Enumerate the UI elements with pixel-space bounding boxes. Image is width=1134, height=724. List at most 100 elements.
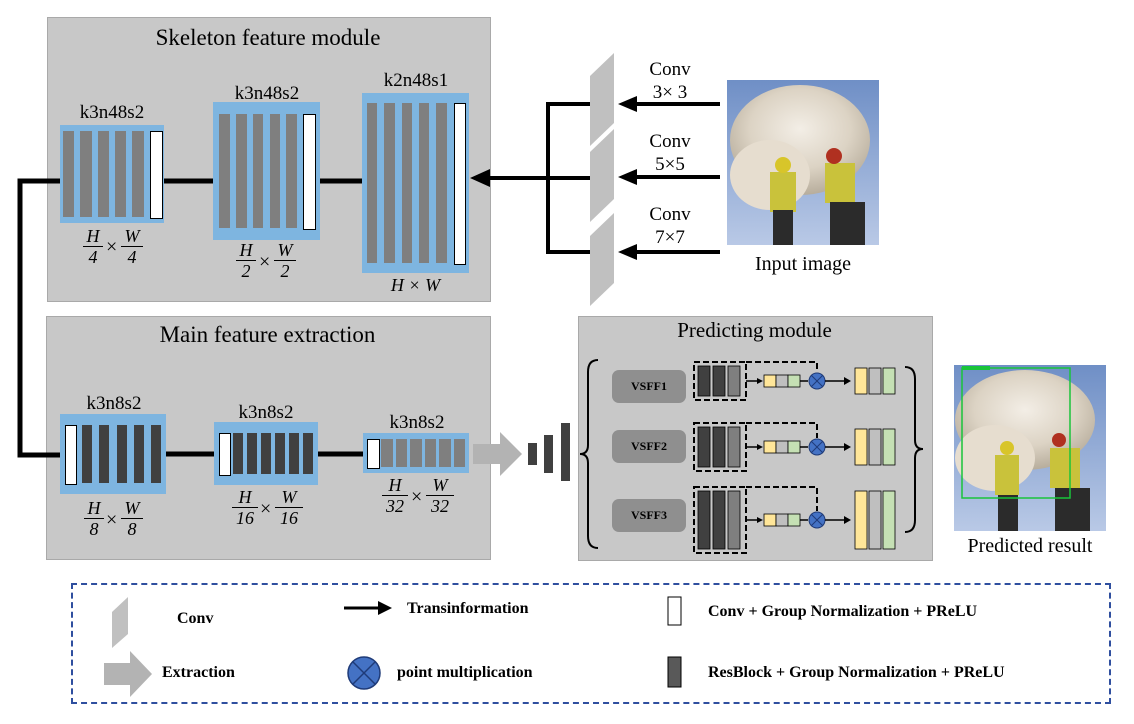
vsff-arrowhead (844, 443, 851, 451)
vsff-output-bar (868, 367, 882, 395)
skeleton-block-3-size: H × W (390, 275, 441, 295)
left-brace (579, 359, 599, 549)
vsff-mult-line (810, 374, 824, 388)
main-block-3-bar (381, 439, 393, 467)
vsff-skip (746, 422, 818, 438)
conv-input-arrows (634, 102, 720, 254)
main-block-1-bar (82, 425, 93, 483)
main-block-3-label: k3n8s2 (389, 412, 445, 433)
right-brace (904, 366, 924, 533)
main-block-3-bar (367, 439, 381, 469)
vsff-feature-bar (727, 426, 741, 468)
skeleton-block-1 (60, 125, 164, 223)
vsff-output-bar (882, 367, 896, 395)
conv-planes (590, 53, 614, 306)
main-block-3-bar (439, 439, 451, 467)
arrow-into-skeleton (470, 169, 490, 187)
main-block-3-bar (395, 439, 408, 467)
main-block-1-label: k3n8s2 (86, 393, 142, 414)
left-connector (17, 178, 60, 458)
vsff2-module: VSFF2 (612, 430, 686, 463)
vsff-output-bar (868, 428, 882, 466)
extraction-arrow (473, 432, 522, 476)
times-sign: × (106, 509, 118, 531)
skeleton-block-1-bar (80, 131, 92, 217)
main-block-2-label: k3n8s2 (238, 402, 294, 423)
main-feature-title: Main feature extraction (159, 322, 376, 347)
skeleton-block-2-bar (286, 114, 298, 228)
skeleton-block-1-bar (149, 131, 163, 219)
skeleton-block-2 (213, 102, 320, 240)
skeleton-block-2-bar (235, 114, 247, 228)
vsff-feature-bar (697, 490, 711, 550)
skeleton-block-1-bar (63, 131, 75, 217)
pyramid-bars (528, 423, 570, 481)
legend-dark-block-icon (667, 656, 682, 688)
vsff-feature-bar (727, 365, 741, 397)
main-block-1-bar (116, 425, 127, 483)
vsff-output-bar (854, 490, 868, 550)
skeleton-block-1-bar (115, 131, 127, 217)
legend-extraction-icon (104, 651, 152, 697)
vsff-vec-cell (787, 374, 801, 388)
skeleton-block-1-label: k3n48s2 (79, 102, 145, 123)
legend-conv-icon (112, 597, 128, 648)
skeleton-block-3-label: k2n48s1 (383, 70, 449, 91)
main-block-1-bar (99, 425, 110, 483)
main-block-2 (214, 422, 318, 485)
vsff-rows (693, 361, 896, 554)
skeleton-block-2-bar (252, 114, 264, 228)
vsff-output-bar (854, 428, 868, 466)
vsff-output-bar (854, 367, 868, 395)
vsff-vec-cell (787, 513, 801, 527)
vsff-vec-cell (763, 374, 777, 388)
legend-dark-block-label: ResBlock + Group Normalization + PReLU (708, 664, 1005, 681)
vsff-feature-bar (712, 426, 726, 468)
vsff-mult-line (810, 513, 824, 527)
vsff-vec-cell (775, 440, 789, 454)
skeleton-block-3-bar (384, 103, 395, 263)
vsff-arrowhead (757, 517, 763, 523)
main-block-3-bar (453, 439, 465, 467)
vsff-feature-bar (697, 365, 711, 397)
vsff-feature-bar (712, 490, 726, 550)
skeleton-block-1-bar (97, 131, 109, 217)
vsff-feature-bar (712, 365, 726, 397)
skeleton-block-3-bar (436, 103, 447, 263)
predicted-result-image (954, 365, 1106, 531)
vsff-vec-cell (763, 513, 777, 527)
predicted-result-caption: Predicted result (967, 535, 1093, 557)
skeleton-block-3 (362, 93, 469, 273)
main-block-2-bar (233, 433, 243, 474)
conv-branch-connector (484, 102, 594, 254)
vsff-arrowhead (757, 378, 763, 384)
times-sign: × (411, 486, 423, 508)
main-block-2-bar (219, 433, 231, 476)
vsff-vec-cell (763, 440, 777, 454)
main-block-3-bar (424, 439, 437, 467)
skeleton-block-3-bar (453, 103, 466, 265)
legend-point-mult-label: point multiplication (397, 664, 533, 681)
vsff1-module: VSFF1 (612, 370, 686, 403)
main-block-2-bar (275, 433, 285, 474)
legend-transinformation-label: Transinformation (407, 600, 529, 617)
vsff-vec-cell (775, 374, 789, 388)
main-block-2-bar (289, 433, 299, 474)
legend-extraction-label: Extraction (162, 664, 235, 681)
skeleton-block-3-bar (367, 103, 378, 263)
main-block-2-bar (247, 433, 257, 474)
vsff-mult-line (810, 440, 824, 454)
skeleton-block-3-bar (401, 103, 412, 263)
